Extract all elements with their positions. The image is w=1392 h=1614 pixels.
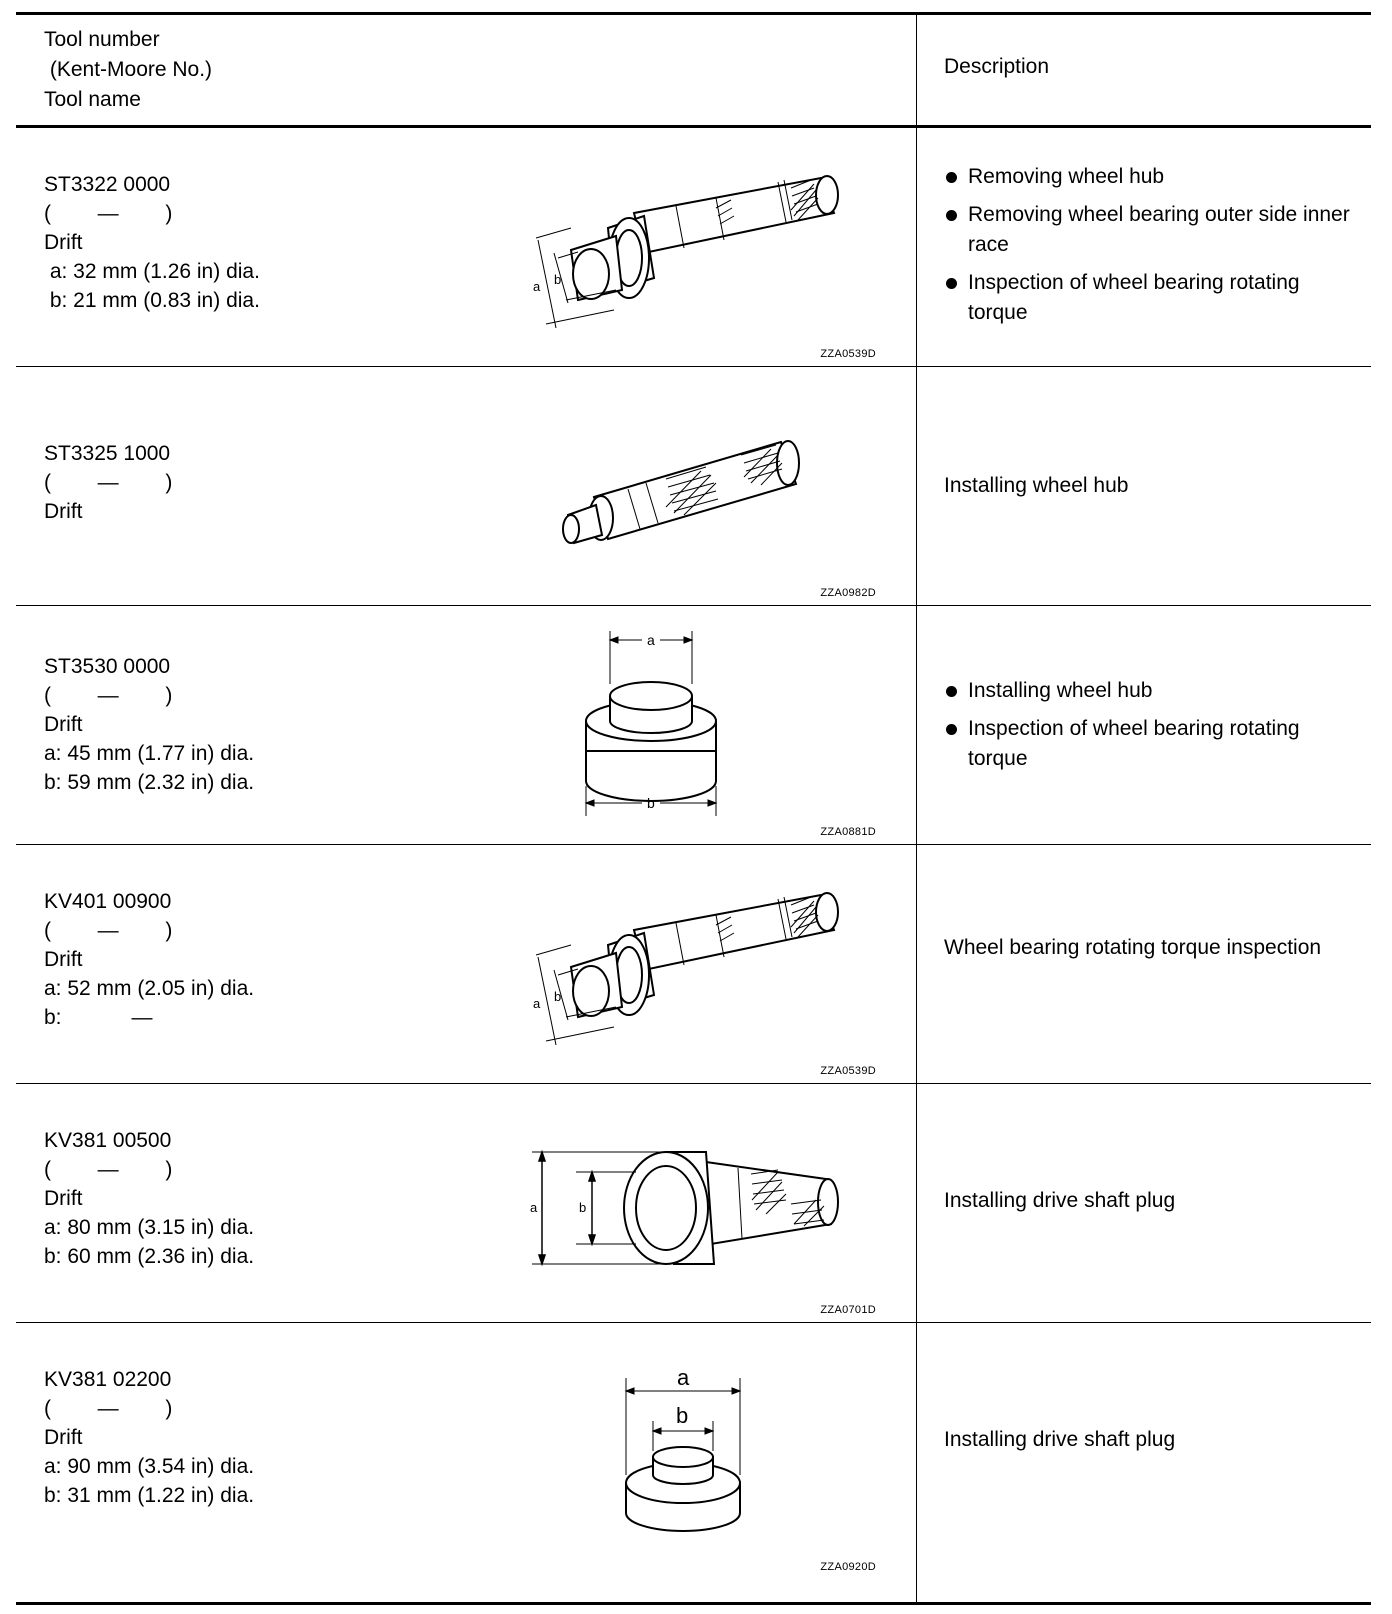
tool-number: ST3322 0000	[44, 173, 171, 196]
fig-label-b: b	[647, 795, 655, 811]
tool-info: ST3322 0000 ( — ) Drift a: 32 mm (1.26 i…	[44, 170, 260, 315]
tool-illustration: a b ZZA0539D	[516, 845, 876, 1089]
table-row: KV401 00900 ( — ) Drift a: 52 mm (2.05 i…	[16, 845, 1371, 1084]
table-header: Tool number (Kent-Moore No.) Tool name D…	[16, 15, 1371, 128]
header-tool-name: Tool name	[44, 88, 141, 111]
tool-info: KV401 00900 ( — ) Drift a: 52 mm (2.05 i…	[44, 887, 254, 1032]
kent-moore-number: ( — )	[44, 1158, 173, 1181]
fig-label-a: a	[533, 279, 541, 294]
header-tool-number: Tool number	[44, 28, 160, 51]
tool-number: ST3530 0000	[44, 655, 171, 678]
fig-label-a: a	[647, 632, 655, 648]
drift-flat-ring-illustration: a b	[624, 1365, 742, 1532]
bullet-icon	[946, 172, 957, 183]
fig-label-a: a	[530, 1200, 538, 1215]
drift-shaft-illustration	[562, 440, 800, 545]
bullet-icon	[946, 210, 957, 221]
tool-illustration: a b ZZA0701D	[516, 1084, 876, 1328]
figure-code: ZZA0982D	[820, 587, 876, 599]
tool-description: Wheel bearing rotating torque inspection	[944, 936, 1322, 959]
description-item: Removing wheel hub	[944, 162, 1354, 192]
tool-name: Drift	[44, 500, 83, 523]
tool-name: Drift	[44, 948, 83, 971]
dimension-b: b: 31 mm (1.22 in) dia.	[44, 1484, 255, 1507]
header-kent-moore: (Kent-Moore No.)	[44, 58, 213, 81]
dimension-a: a: 90 mm (3.54 in) dia.	[44, 1455, 255, 1478]
tool-description: Installing wheel hub	[944, 474, 1129, 497]
column-divider	[916, 12, 917, 1605]
tool-illustration: a b ZZA0920D	[516, 1323, 876, 1573]
tool-info: KV381 00500 ( — ) Drift a: 80 mm (3.15 i…	[44, 1126, 254, 1271]
tool-description: Installing wheel hub Inspection of wheel…	[944, 676, 1354, 782]
tool-description: Installing drive shaft plug	[944, 1189, 1176, 1212]
fig-label-b: b	[579, 1200, 586, 1215]
bullet-icon	[946, 724, 957, 735]
dimension-a: a: 45 mm (1.77 in) dia.	[44, 742, 255, 765]
table-bottom-rule	[16, 1602, 1371, 1605]
figure-code: ZZA0539D	[820, 1065, 876, 1077]
figure-code: ZZA0539D	[820, 348, 876, 360]
tool-number: KV381 00500	[44, 1129, 172, 1152]
dimension-a: a: 52 mm (2.05 in) dia.	[44, 977, 255, 1000]
tool-info: ST3530 0000 ( — ) Drift a: 45 mm (1.77 i…	[44, 652, 254, 797]
kent-moore-number: ( — )	[44, 919, 173, 942]
tool-number: KV381 02200	[44, 1368, 172, 1391]
tool-name: Drift	[44, 1187, 83, 1210]
dimension-b: b: 60 mm (2.36 in) dia.	[44, 1245, 255, 1268]
description-item: Removing wheel bearing outer side inner …	[944, 200, 1354, 260]
kent-moore-number: ( — )	[44, 471, 173, 494]
figure-code: ZZA0881D	[820, 826, 876, 838]
dimension-a: a: 32 mm (1.26 in) dia.	[44, 260, 260, 283]
table-row: ST3530 0000 ( — ) Drift a: 45 mm (1.77 i…	[16, 606, 1371, 845]
tool-illustration: ZZA0982D	[516, 367, 876, 611]
figure-code: ZZA0920D	[820, 1561, 876, 1573]
table-row: KV381 00500 ( — ) Drift a: 80 mm (3.15 i…	[16, 1084, 1371, 1323]
table-top-rule	[16, 12, 1371, 15]
tool-name: Drift	[44, 231, 83, 254]
tool-number: KV401 00900	[44, 890, 172, 913]
table-row: ST3325 1000 ( — ) Drift	[16, 367, 1371, 606]
fig-label-b: b	[554, 272, 561, 287]
tool-description: Installing drive shaft plug	[944, 1428, 1176, 1451]
dimension-a: a: 80 mm (3.15 in) dia.	[44, 1216, 255, 1239]
bullet-icon	[946, 686, 957, 697]
drift-stepped-illustration: a b	[533, 892, 839, 1046]
tool-info: ST3325 1000 ( — ) Drift	[44, 439, 172, 526]
fig-label-b: b	[676, 1403, 688, 1428]
dimension-b: b: 21 mm (0.83 in) dia.	[44, 289, 260, 312]
drift-disc-illustration: a b	[584, 631, 718, 816]
tool-name: Drift	[44, 713, 83, 736]
bullet-icon	[946, 278, 957, 289]
drift-large-ring-illustration: a b	[530, 1149, 839, 1267]
tool-illustration: a b ZZA0539D	[516, 128, 876, 372]
header-description: Description	[944, 55, 1050, 78]
kent-moore-number: ( — )	[44, 202, 173, 225]
dimension-b: b: —	[44, 1006, 153, 1029]
tool-illustration: a b ZZA0881D	[516, 606, 876, 850]
tool-info: KV381 02200 ( — ) Drift a: 90 mm (3.54 i…	[44, 1365, 254, 1510]
kent-moore-number: ( — )	[44, 1397, 173, 1420]
kent-moore-number: ( — )	[44, 684, 173, 707]
description-item: Inspection of wheel bearing rotating tor…	[944, 714, 1354, 774]
figure-code: ZZA0701D	[820, 1304, 876, 1316]
description-item: Inspection of wheel bearing rotating tor…	[944, 268, 1354, 328]
fig-label-a: a	[677, 1365, 690, 1390]
table-row: KV381 02200 ( — ) Drift a: 90 mm (3.54 i…	[16, 1323, 1371, 1601]
description-item: Installing wheel hub	[944, 676, 1354, 706]
header-tool-column: Tool number (Kent-Moore No.) Tool name	[44, 25, 212, 115]
tool-description: Removing wheel hub Removing wheel bearin…	[944, 162, 1354, 336]
table-row: ST3322 0000 ( — ) Drift a: 32 mm (1.26 i…	[16, 128, 1371, 367]
tool-number: ST3325 1000	[44, 442, 171, 465]
fig-label-a: a	[533, 996, 541, 1011]
tool-name: Drift	[44, 1426, 83, 1449]
drift-stepped-illustration: a b	[533, 175, 839, 329]
dimension-b: b: 59 mm (2.32 in) dia.	[44, 771, 255, 794]
fig-label-b: b	[554, 989, 561, 1004]
